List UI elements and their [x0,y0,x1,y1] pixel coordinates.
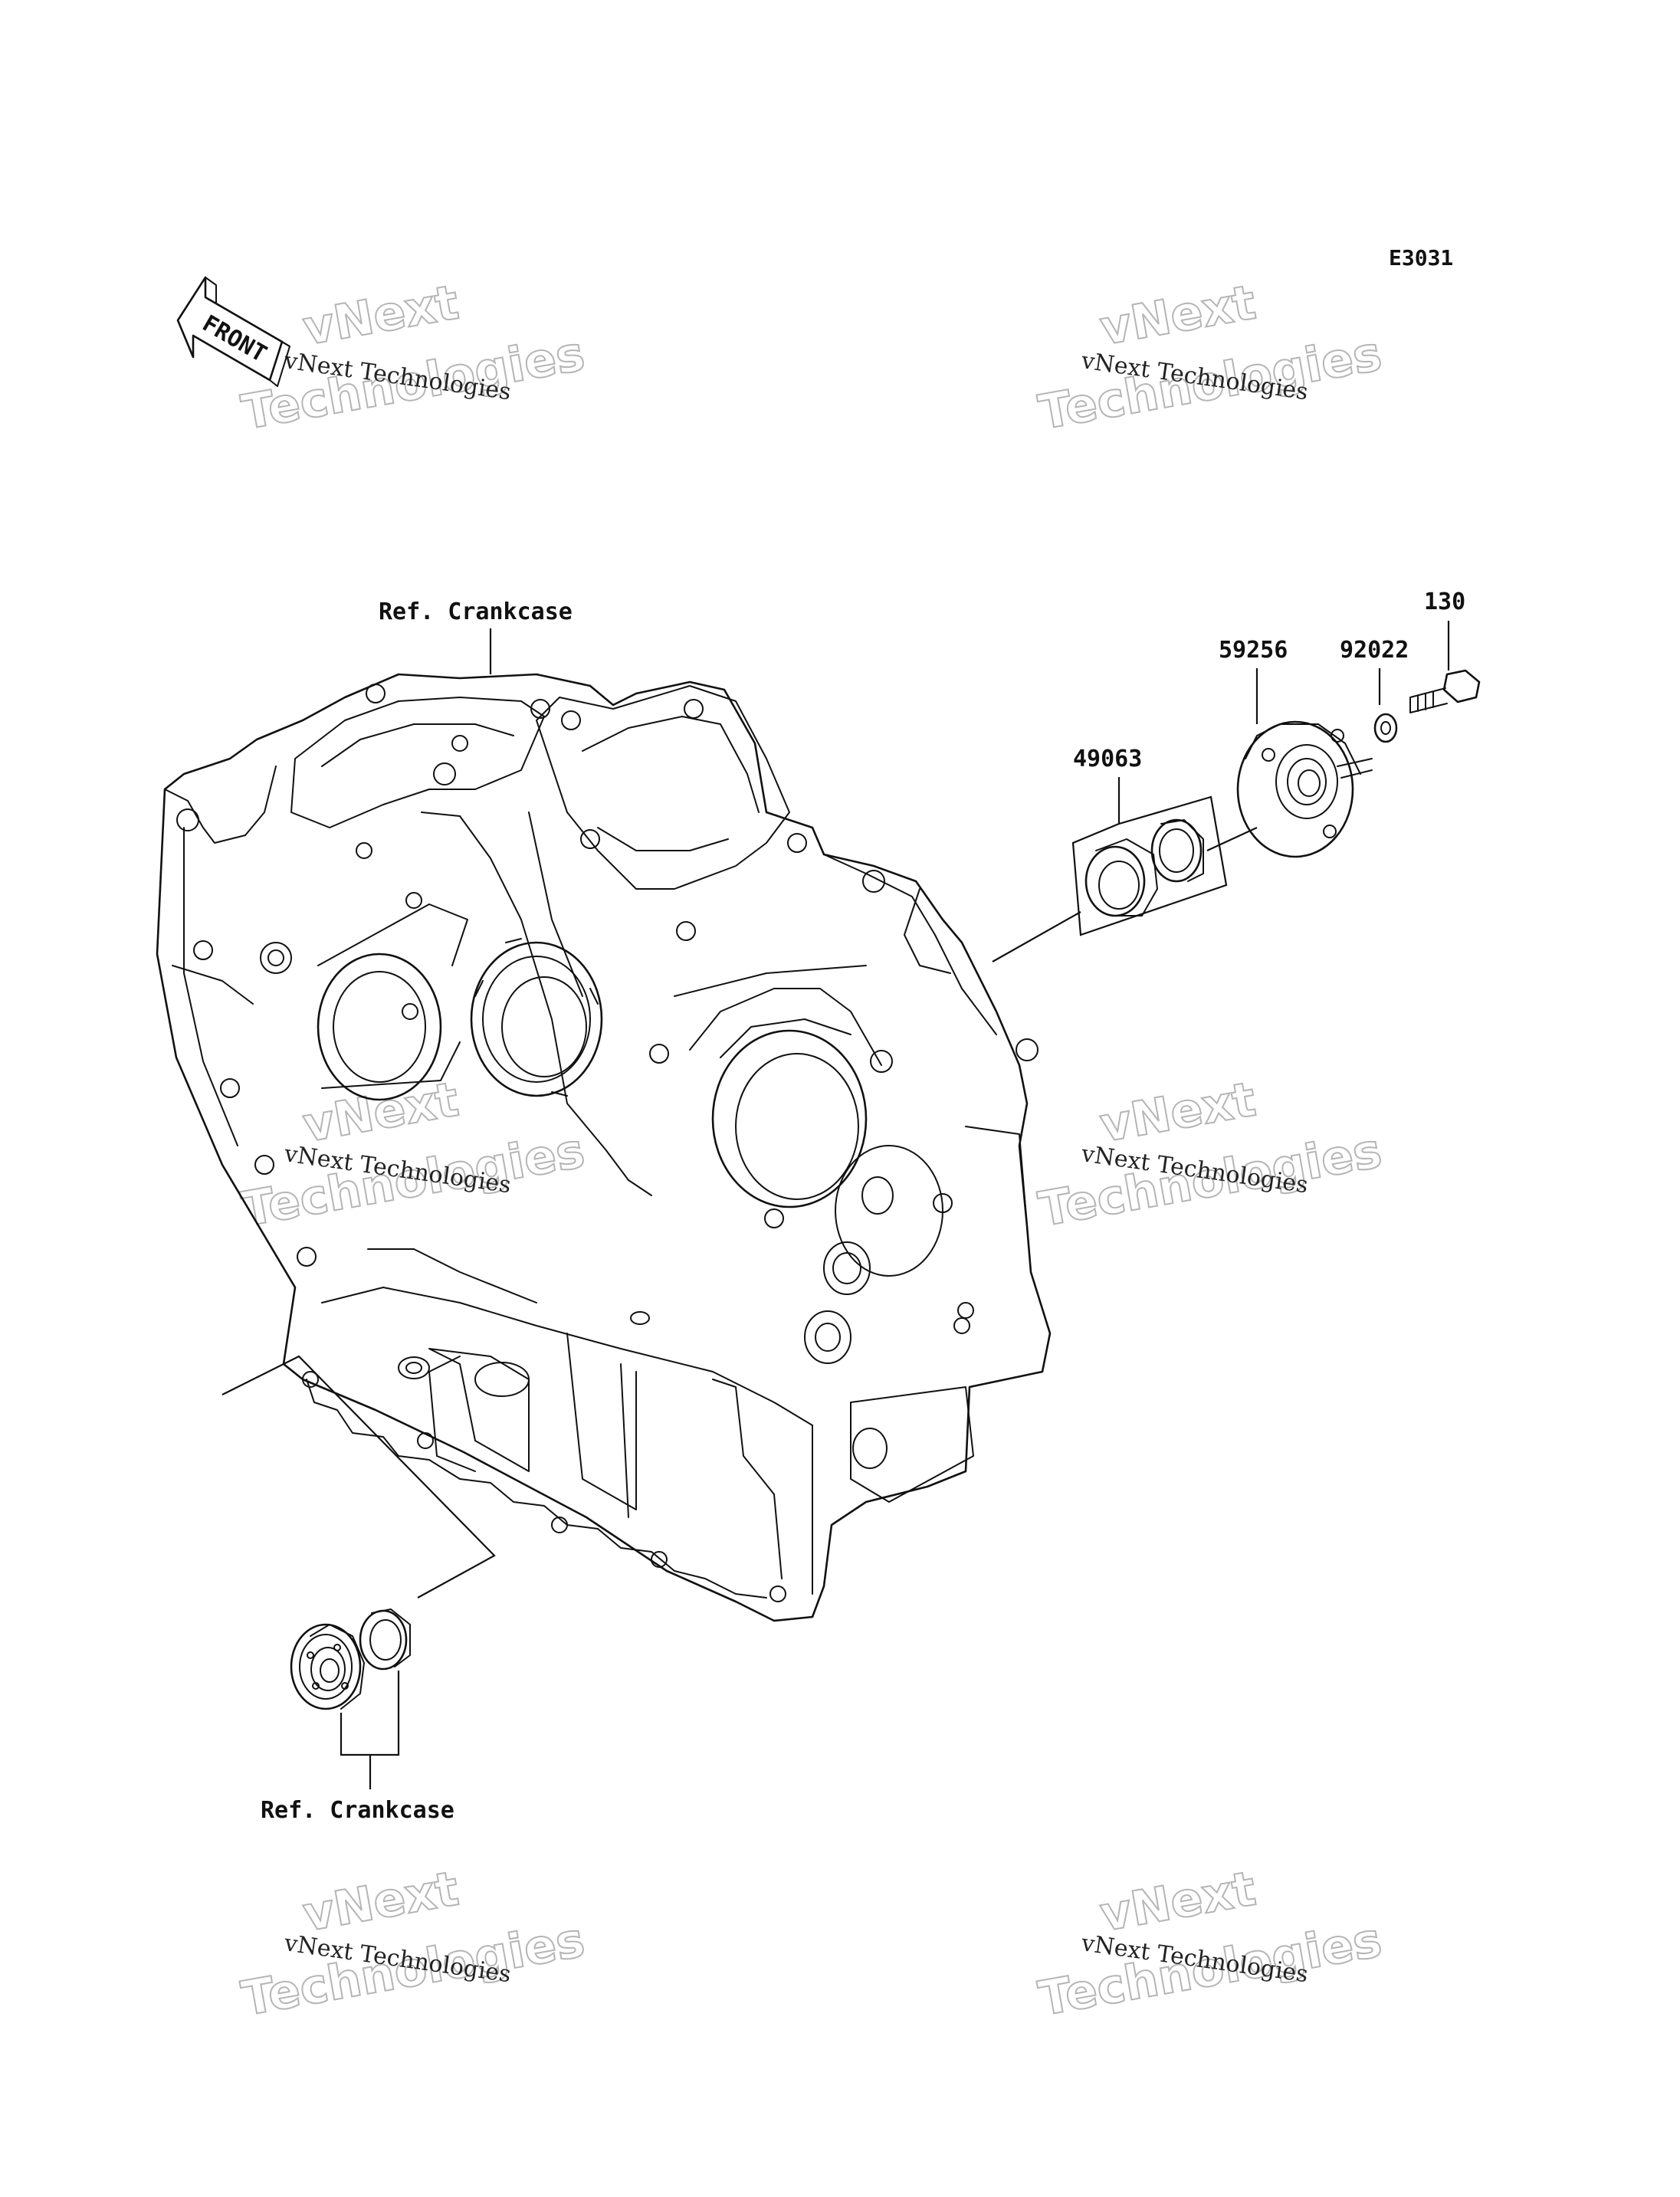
cover-plate-59256 [1236,720,1373,858]
oil-seal-set-49063 [992,777,1258,962]
label-92022: 92022 [1340,637,1409,664]
watermark-vnext: vNext [1096,1860,1260,1942]
diagram-code: E3031 [1389,245,1453,271]
watermark-mid-right: vNext Technologies vNext Technologies [1034,1070,1386,1238]
watermark-vnext: vNext [299,1860,463,1942]
label-49063: 49063 [1073,746,1142,772]
watermark-vnext: vNext [299,274,463,356]
label-130: 130 [1424,589,1465,615]
watermark-top-left: vNext Technologies vNext Technologies [237,273,589,441]
watermark-top-right: vNext Technologies vNext Technologies [1034,273,1386,441]
front-arrow-icon: FRONT [176,276,290,387]
watermark-vnext: vNext [1096,274,1260,356]
crankcase [156,673,1052,1622]
watermark-bottom-right: vNext Technologies vNext Technologies [1034,1859,1386,2027]
label-59256: 59256 [1219,637,1288,664]
watermark-vnext: vNext [1096,1071,1260,1153]
washer-92022 [1373,713,1398,743]
label-ref-crankcase-top: Ref. Crankcase [379,598,573,625]
watermark-vnext: vNext [299,1071,463,1153]
label-ref-crankcase-bottom: Ref. Crankcase [261,1797,454,1824]
bolt-130 [1409,669,1481,713]
watermark-bottom-left: vNext Technologies vNext Technologies [237,1859,589,2027]
bearing-assembly-lower [221,1355,496,1789]
